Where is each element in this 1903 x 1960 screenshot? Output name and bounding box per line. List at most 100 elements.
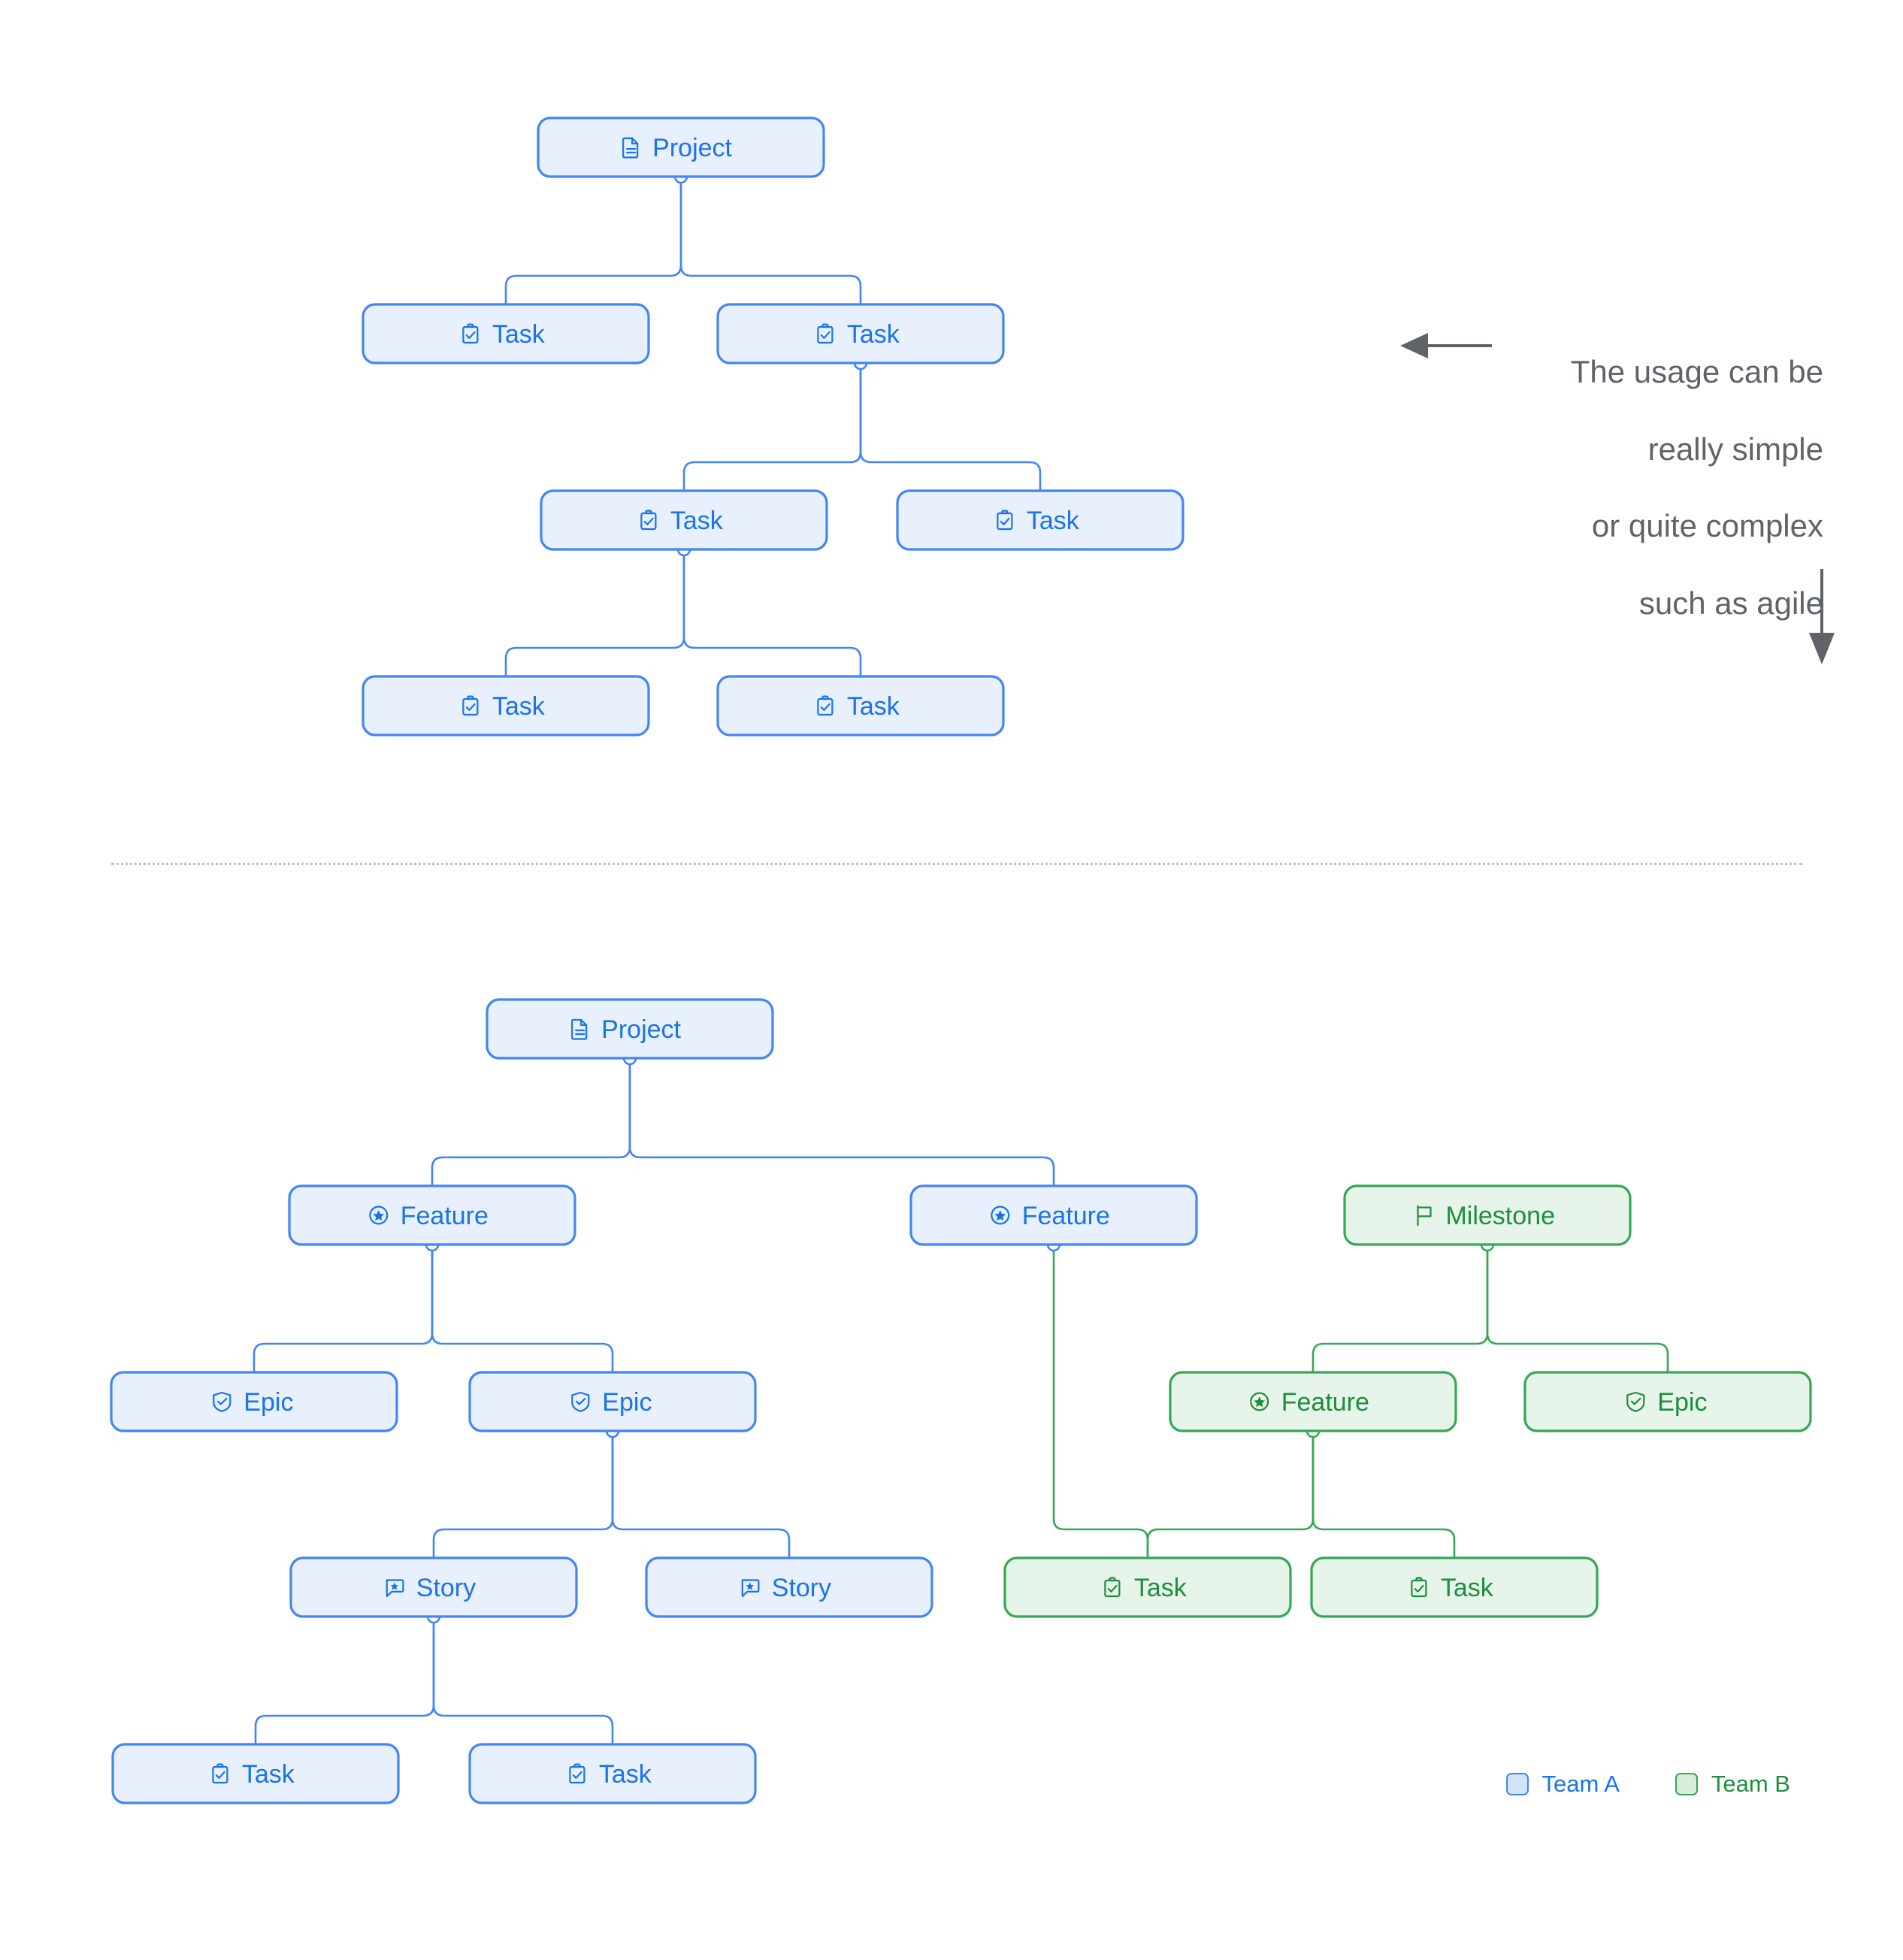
node-task[interactable]: Task <box>896 489 1184 551</box>
node-project[interactable]: Project <box>486 998 774 1060</box>
story-icon <box>386 1579 404 1598</box>
node-box[interactable] <box>716 675 1005 737</box>
connector <box>679 177 862 304</box>
node-label: Feature <box>1281 1388 1369 1417</box>
milestone-icon <box>1417 1205 1432 1227</box>
node-box[interactable] <box>540 489 828 551</box>
task-icon <box>569 1763 585 1784</box>
node-label: Epic <box>244 1388 293 1417</box>
connector <box>431 1245 614 1372</box>
node-box[interactable] <box>486 998 774 1060</box>
task-icon <box>462 695 479 716</box>
legend-swatch-green <box>1675 1773 1698 1795</box>
connector <box>859 363 1042 491</box>
node-label: Story <box>772 1574 831 1602</box>
node-box[interactable] <box>537 116 825 178</box>
connector <box>1486 1245 1669 1372</box>
node-milestone[interactable]: Milestone <box>1343 1184 1632 1246</box>
node-label: Story <box>416 1574 476 1602</box>
document-icon <box>622 137 639 159</box>
node-epic[interactable]: Epic <box>468 1371 757 1432</box>
annotation-line-1: The usage can be <box>1570 354 1823 390</box>
node-label: Task <box>492 692 546 721</box>
node-box[interactable] <box>716 303 1005 364</box>
node-epic[interactable]: Epic <box>110 1371 398 1432</box>
node-box[interactable] <box>896 489 1184 551</box>
task-icon <box>462 323 479 344</box>
node-box[interactable] <box>288 1184 576 1246</box>
node-task[interactable]: Task <box>1003 1556 1292 1618</box>
connector <box>611 1431 791 1558</box>
node-task[interactable]: Task <box>716 675 1005 737</box>
node-task[interactable]: Task <box>540 489 828 551</box>
node-box[interactable] <box>110 1371 398 1432</box>
node-box[interactable] <box>645 1556 933 1618</box>
node-feature[interactable]: Feature <box>1169 1371 1457 1432</box>
node-task[interactable]: Task <box>468 1743 757 1804</box>
node-box[interactable] <box>362 675 650 737</box>
annotation-line-4: such as agile <box>1638 585 1823 621</box>
connector <box>1146 1431 1315 1558</box>
node-story[interactable]: Story <box>645 1556 933 1618</box>
node-task[interactable]: Task <box>362 675 650 737</box>
task-icon <box>1104 1577 1121 1598</box>
epic-icon <box>571 1391 590 1412</box>
node-box[interactable] <box>111 1743 400 1804</box>
node-box[interactable] <box>1310 1556 1599 1618</box>
legend-item-team-b: Team B <box>1675 1771 1790 1798</box>
node-label: Feature <box>1022 1202 1110 1230</box>
node-box[interactable] <box>1343 1184 1632 1246</box>
annotation-line-2: really simple <box>1647 431 1823 467</box>
node-task[interactable]: Task <box>362 303 650 364</box>
epic-icon <box>1626 1391 1645 1412</box>
annotation-text: The usage can be really simple or quite … <box>1342 314 1823 622</box>
node-box[interactable] <box>362 303 650 364</box>
legend-label-team-a: Team A <box>1541 1771 1620 1797</box>
story-icon <box>741 1579 760 1598</box>
node-task[interactable]: Task <box>1310 1556 1599 1618</box>
node-box[interactable] <box>1169 1371 1457 1432</box>
connector <box>253 1245 434 1372</box>
node-box[interactable] <box>468 1743 757 1804</box>
node-box[interactable] <box>1523 1371 1812 1432</box>
legend-item-team-a: Team A <box>1505 1771 1620 1798</box>
node-epic[interactable]: Epic <box>1523 1371 1812 1432</box>
node-label: Task <box>599 1760 652 1789</box>
node-label: Task <box>492 320 546 349</box>
legend-swatch-blue <box>1505 1773 1529 1795</box>
node-label: Epic <box>602 1388 652 1417</box>
connector <box>504 549 685 676</box>
node-task[interactable]: Task <box>111 1743 400 1804</box>
node-label: Project <box>601 1015 681 1044</box>
node-feature[interactable]: Feature <box>909 1184 1198 1246</box>
node-story[interactable]: Story <box>289 1556 578 1618</box>
feature-icon <box>369 1205 389 1225</box>
feature-icon <box>1250 1392 1269 1411</box>
node-feature[interactable]: Feature <box>288 1184 576 1246</box>
node-label: Task <box>847 692 900 721</box>
annotation-line-3: or quite complex <box>1591 508 1823 544</box>
task-icon <box>1411 1577 1427 1598</box>
node-box[interactable] <box>289 1556 578 1618</box>
node-label: Project <box>652 134 732 162</box>
node-box[interactable] <box>468 1371 757 1432</box>
node-label: Task <box>1441 1574 1494 1602</box>
node-project[interactable]: Project <box>537 116 825 178</box>
connector <box>504 177 682 304</box>
node-label: Task <box>1134 1574 1187 1602</box>
connector <box>431 1058 631 1186</box>
connector <box>682 549 862 676</box>
connector <box>1312 1431 1456 1558</box>
feature-icon <box>991 1205 1010 1225</box>
node-box[interactable] <box>1003 1556 1292 1618</box>
task-icon <box>640 510 657 531</box>
node-task[interactable]: Task <box>716 303 1005 364</box>
node-label: Task <box>847 320 900 349</box>
legend-label-team-b: Team B <box>1711 1771 1790 1797</box>
node-box[interactable] <box>909 1184 1198 1246</box>
node-label: Task <box>670 507 724 535</box>
connector <box>628 1058 1055 1186</box>
